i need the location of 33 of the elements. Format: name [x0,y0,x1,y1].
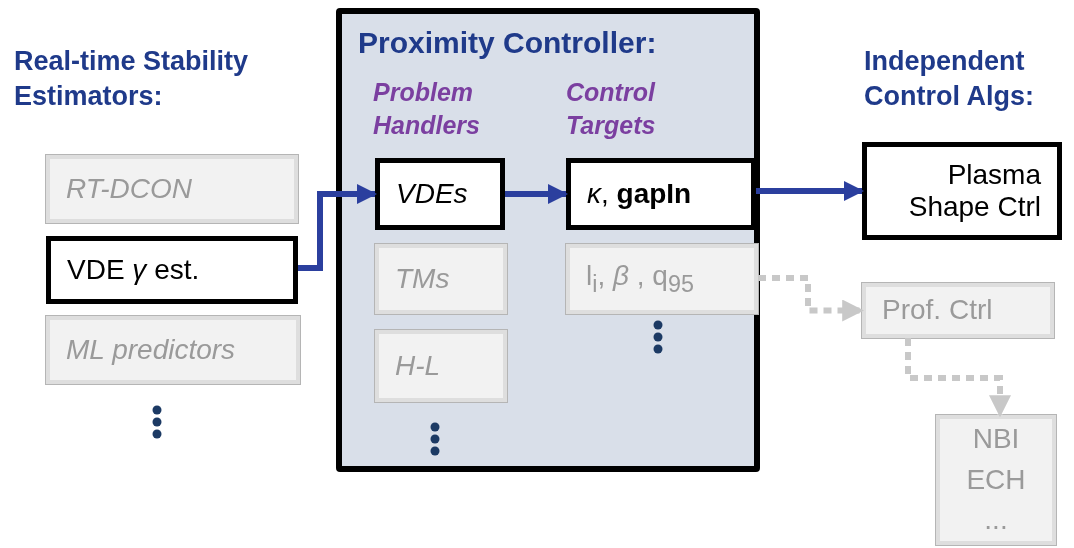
box-label: l$_{i}$, β , q$_{95}$ [585,260,695,298]
controller-panel [336,8,760,472]
arrow [298,184,377,271]
column-heading: Control Targets [566,77,657,141]
arrow [905,338,1011,418]
process-box [375,158,505,230]
arrow [758,275,865,322]
box-label: Plasma Shape Ctrl [907,158,1042,224]
section-heading: Independent Control Algs: [864,45,1035,114]
process-box [936,415,1056,545]
process-box [46,316,300,384]
box-label: H-L [394,349,442,383]
box-label: Prof. Ctrl [881,294,994,327]
arrow [505,184,568,204]
box-label: TMs [394,262,451,296]
process-box [375,330,507,402]
box-label: ML predictors [65,333,237,367]
box-label: NBI ECH ... [965,422,1027,538]
process-box [566,158,756,230]
process-box [566,244,758,314]
panel-heading: Proximity Controller: [358,26,657,61]
process-box [46,155,298,223]
arrow [756,181,864,201]
process-box [862,283,1054,338]
box-label: VDEs [395,177,469,211]
process-box [46,236,298,304]
process-box [862,142,1062,240]
column-heading: Problem Handlers [373,77,481,141]
box-label: VDE γ est. [66,253,201,287]
box-label: κ, gapIn [586,177,693,211]
section-heading: Real-time Stability Estimators: [14,45,250,114]
box-label: RT-DCON [65,172,193,206]
process-box [375,244,507,314]
